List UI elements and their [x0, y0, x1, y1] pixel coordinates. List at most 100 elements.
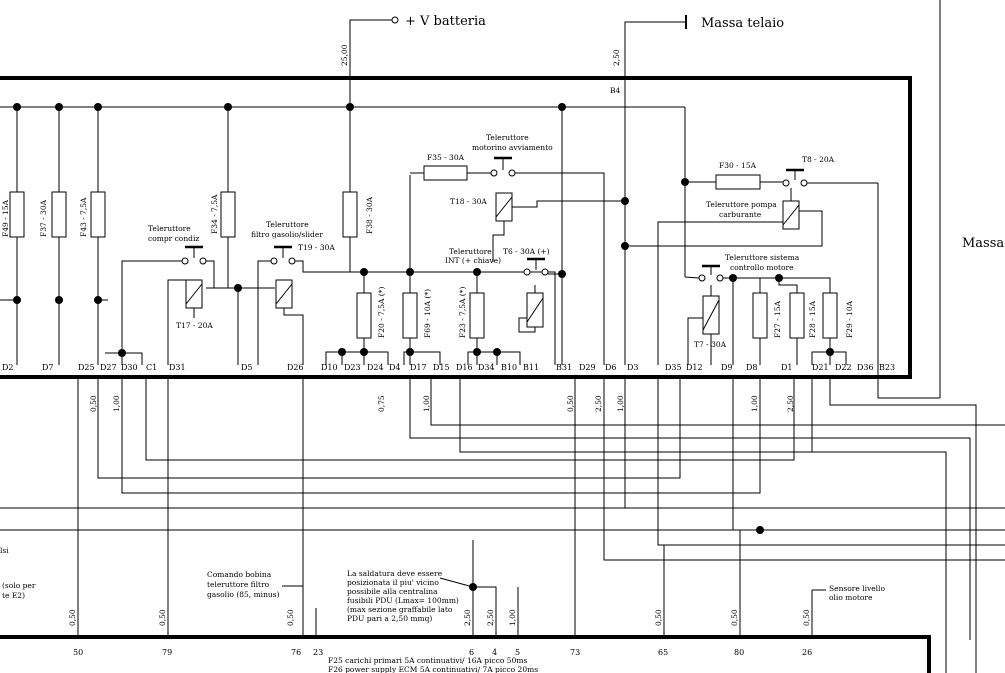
wire-size-mid: 2,50	[594, 395, 603, 412]
note-left: te E2)	[2, 591, 25, 600]
t7-contact-icon	[698, 274, 706, 282]
fuse-f69	[402, 292, 418, 339]
t19-coil-mark	[275, 283, 293, 305]
t7-coil-mark	[702, 299, 720, 331]
bottom-pin: 76	[291, 648, 301, 657]
t18-name1: Teleruttore	[486, 133, 529, 142]
t7-name2: controllo motore	[730, 263, 794, 272]
node	[681, 178, 689, 186]
fuse-f23	[469, 292, 485, 339]
pin-b4: B4	[610, 86, 621, 95]
ground-label: Massa telaio	[701, 16, 784, 31]
wire	[657, 221, 783, 365]
wire	[518, 285, 536, 333]
fuse-f43-label: F43 - 7,5A	[79, 197, 88, 237]
fuse-box-frame	[0, 76, 912, 379]
fuse-f30	[715, 174, 761, 190]
pin-d12: D12	[686, 363, 703, 372]
t18-coil-mark	[495, 196, 513, 218]
pin-d30: D30	[121, 363, 138, 372]
drop-350	[349, 107, 366, 273]
fuse-f49	[9, 191, 25, 238]
t6-contact-icon	[523, 268, 531, 276]
node	[338, 348, 346, 356]
pin-c1: C1	[146, 363, 157, 372]
bottom-pin: 5	[515, 648, 520, 657]
node	[55, 296, 63, 304]
bottom-pin: 50	[73, 648, 83, 657]
pin-d31: D31	[169, 363, 186, 372]
wire	[295, 260, 342, 273]
pin-d2: D2	[2, 363, 14, 372]
fuse-f20	[356, 292, 372, 339]
note-saldatura: fusibili PDU (Lmax= 100mm)	[347, 596, 459, 605]
pin-d8: D8	[746, 363, 758, 372]
t17-contact-icon	[199, 257, 207, 265]
fuse-f37	[51, 191, 67, 238]
node	[94, 103, 102, 111]
t18-contact-icon	[508, 169, 516, 177]
wire	[105, 352, 143, 365]
wire	[515, 172, 605, 365]
pin-d21: D21	[812, 363, 829, 372]
wire	[206, 260, 215, 288]
connector-frame	[0, 635, 931, 673]
pin-d26: D26	[287, 363, 304, 372]
fuse-f27	[752, 292, 768, 339]
wire-size-mid: 1,00	[616, 395, 625, 412]
t8-coil-mark	[782, 204, 800, 226]
fuse-f37-label: F37 - 30A	[39, 199, 48, 237]
note-saldatura: PDU pari a 2,50 mmq)	[347, 614, 432, 623]
pin-d1: D1	[781, 363, 793, 372]
wire-size-mid: 1,00	[422, 395, 431, 412]
node	[473, 348, 481, 356]
pin-d29: D29	[579, 363, 596, 372]
pin-d4: D4	[389, 363, 401, 372]
wire-size-mid: 0,50	[566, 395, 575, 412]
fuse-f23-label: F23 - 7,5A (*)	[458, 287, 467, 338]
t19-name2: filtro gasolio/slider	[251, 230, 323, 239]
t6-id: T6 - 30A (+)	[503, 247, 550, 256]
pin-d9: D9	[721, 363, 733, 372]
pin-d36: D36	[857, 363, 874, 372]
pin-b31: B31	[556, 363, 572, 372]
fuse-f30-label: F30 - 15A	[719, 161, 757, 170]
t7-contact-icon	[716, 274, 724, 282]
wire-size-low: 0,50	[802, 609, 811, 626]
wire-size-mid: 0,50	[89, 395, 98, 412]
fuse-f28-label: F28 - 15A	[808, 300, 817, 338]
ground-wire-size: 2,50	[612, 49, 621, 66]
fuse-f35-label: F35 - 30A	[427, 153, 465, 162]
fuse-f27-label: F27 - 15A	[773, 300, 782, 338]
node	[406, 348, 414, 356]
pin-d27: D27	[100, 363, 117, 372]
pin-d24: D24	[367, 363, 384, 372]
t6-name2: INT (+ chiave)	[445, 256, 501, 265]
node	[756, 526, 764, 534]
fuse-f34	[220, 191, 236, 238]
bottom-pin: 79	[162, 648, 172, 657]
note-saldatura-leader	[439, 577, 474, 588]
pin-d5: D5	[241, 363, 253, 372]
note-bobina: teleruttore filtro	[207, 580, 270, 589]
wire-size-mid: 2,50	[786, 395, 795, 412]
t8-id: T8 - 20A	[802, 155, 835, 164]
pin-d3: D3	[627, 363, 639, 372]
t6-name1: Teleruttore	[449, 247, 492, 256]
bottom-pin: 73	[570, 648, 580, 657]
t17-name2: compr condiz	[148, 234, 199, 243]
footer-line-2: F26 power supply ECM 5A continuativi/ 7A…	[328, 665, 538, 673]
wire	[121, 260, 182, 353]
wire	[492, 200, 625, 262]
ground-wire	[624, 21, 685, 201]
t19-id: T19 - 30A	[298, 243, 335, 252]
wire-size-low: 0,50	[68, 609, 77, 626]
pin-b11: B11	[523, 363, 539, 372]
note-bobina: gasolio (85, minus)	[207, 590, 280, 599]
wire	[283, 308, 304, 365]
bottom-pin: 4	[492, 648, 497, 657]
t6-coil-mark	[526, 297, 544, 323]
t7-id: T7 - 30A	[694, 340, 727, 349]
battery-wire-size: 25,00	[340, 44, 349, 66]
t19-name1: Teleruttore	[266, 220, 309, 229]
